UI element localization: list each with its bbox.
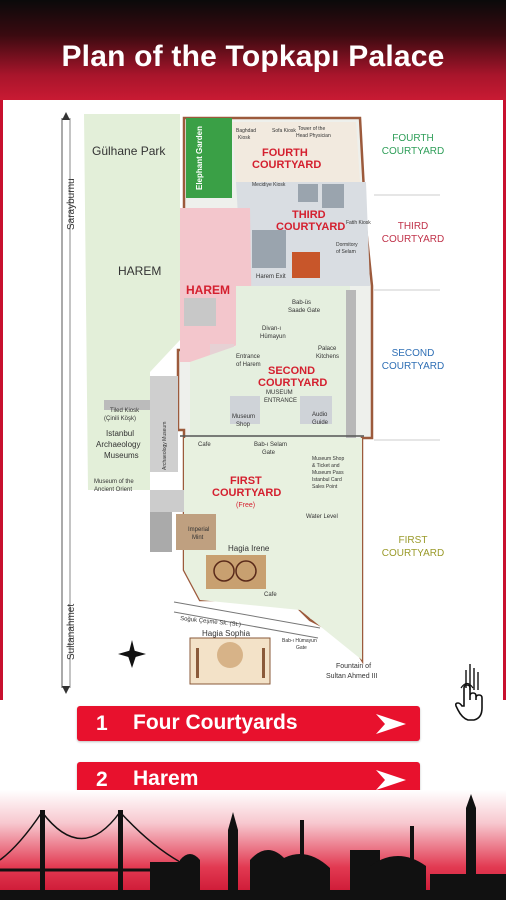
zone-fourth-l2: COURTYARD	[381, 146, 445, 157]
first-courtyard-map-l1: FIRST	[230, 475, 262, 487]
divan-l1: Divan-ı	[262, 326, 281, 332]
zone-fourth: FOURTH COURTYARD	[378, 132, 448, 158]
museum-shop-l2: Shop	[236, 422, 251, 428]
kitchens-l2: Kitchens	[316, 354, 339, 360]
entrance-harem-l2: of Harem	[236, 362, 261, 368]
ticket-l3: Museum Pass	[312, 470, 344, 476]
imperial-mint-l2: Mint	[192, 535, 204, 541]
bab-saade-l2: Saade Gate	[288, 308, 321, 314]
fourth-courtyard-map-l1: FOURTH	[262, 147, 308, 159]
map-frame: Sarayburnu Sultanahmet Gülhane Park HARE…	[0, 100, 506, 721]
bab-salam-l1: Bab-ı Selam	[254, 442, 287, 448]
audio-guide-l2: Guide	[312, 420, 329, 426]
hagia-sophia-label: Hagia Sophia	[202, 629, 251, 638]
soguk-cesme-label: Soğuk Çeşme Sk. (St.)	[180, 616, 241, 628]
zone-first: FIRST COURTYARD	[378, 534, 448, 560]
harem-label: Harem	[133, 767, 199, 790]
footer-skyline	[0, 790, 506, 900]
zone-third: THIRD COURTYARD	[378, 220, 448, 246]
mecidiye-label: Mecidiye Kiosk	[252, 182, 286, 188]
tower-physician-l1: Tower of the	[298, 126, 325, 132]
ticket-l4: Istanbul Card	[312, 477, 342, 483]
tower-physician-l2: Head Physician	[296, 133, 331, 139]
sofa-kiosk-label: Sofa Kiosk	[272, 128, 296, 134]
road-label-top: Sarayburnu	[66, 178, 77, 230]
bab-humayun-l1: Bab-ı Hümayun	[282, 638, 317, 644]
ancient-orient-l1: Museum of the	[94, 479, 134, 485]
imperial-mint-l1: Imperial	[188, 527, 209, 533]
four-courtyards-button[interactable]: 1 Four Courtyards	[77, 706, 420, 741]
bab-salam-l2: Gate	[262, 450, 276, 456]
divan-l2: Hümayun	[260, 334, 286, 340]
cafe-label-1: Cafe	[198, 442, 211, 448]
baghdad-kiosk-l2: Kiosk	[238, 135, 251, 141]
cinili-label: (Çinili Köşk)	[104, 416, 136, 422]
water-level-label: Water Level	[306, 514, 338, 520]
istanbul-skyline-icon	[0, 794, 506, 900]
museum-entrance-l2: ENTRANCE	[264, 398, 297, 404]
harem-left-label: HAREM	[118, 264, 161, 278]
zone-first-l2: COURTYARD	[381, 548, 445, 559]
baghdad-kiosk-l1: Baghdad	[236, 128, 256, 134]
archaeology-street-label: Archaeology Museum	[162, 422, 168, 470]
third-courtyard-map-l1: THIRD	[292, 209, 326, 221]
fatih-kiosk-label: Fatih Kiosk	[346, 220, 371, 226]
gulhane-label: Gülhane Park	[92, 144, 166, 158]
first-courtyard-map-l2: COURTYARD	[212, 487, 281, 499]
header-bar: Plan of the Topkapı Palace	[0, 0, 506, 100]
ticket-l2: & Ticket and	[312, 463, 340, 469]
zone-second-l1: SECOND	[391, 348, 435, 359]
bab-humayun-l2: Gate	[296, 645, 307, 651]
audio-guide-l1: Audio	[312, 412, 328, 418]
dormitory-l1: Dormitory	[336, 242, 358, 248]
fountain-l1: Fountain of	[336, 663, 371, 670]
cafe-label-2: Cafe	[264, 592, 277, 598]
first-free-label: (Free)	[236, 502, 255, 509]
ticket-l5: Sales Point	[312, 484, 338, 490]
ticket-l1: Museum Shop	[312, 456, 344, 462]
hagia-irene-label: Hagia Irene	[228, 544, 270, 553]
zone-second-l2: COURTYARD	[381, 361, 445, 372]
tiled-kiosk-label: Tiled Kiosk	[110, 408, 140, 414]
kitchens-l1: Palace	[318, 346, 337, 352]
ancient-orient-l2: Ancient Orient	[94, 487, 132, 493]
archaeology-l1: Istanbul	[106, 429, 134, 438]
zone-second: SECOND COURTYARD	[378, 347, 448, 373]
archaeology-l3: Museums	[104, 451, 139, 460]
arrow-right-icon	[376, 714, 406, 734]
dormitory-l2: of Selam	[336, 249, 356, 255]
arrow-right-icon	[376, 770, 406, 790]
third-courtyard-map-l2: COURTYARD	[276, 221, 345, 233]
harem-red-label: HAREM	[186, 283, 230, 297]
archaeology-l2: Archaeology	[96, 440, 140, 449]
zone-third-l1: THIRD	[397, 221, 429, 232]
four-courtyards-label: Four Courtyards	[133, 711, 298, 734]
entrance-harem-l1: Entrance	[236, 354, 261, 360]
tap-hand-icon	[454, 682, 483, 721]
zone-first-l1: FIRST	[398, 535, 428, 546]
second-courtyard-map-l1: SECOND	[268, 365, 315, 377]
zone-fourth-l1: FOURTH	[392, 133, 434, 144]
museum-entrance-l1: MUSEUM	[266, 390, 293, 396]
road-label-bottom: Sultanahmet	[66, 604, 77, 660]
four-courtyards-number: 1	[96, 712, 108, 735]
fountain-l2: Sultan Ahmed III	[326, 673, 377, 680]
zone-third-l2: COURTYARD	[381, 234, 445, 245]
elephant-garden-label: Elephant Garden	[195, 126, 204, 190]
bab-saade-l1: Bab-üs	[292, 300, 311, 306]
museum-shop-l1: Museum	[232, 414, 255, 420]
harem-number: 2	[96, 768, 108, 791]
second-courtyard-map-l2: COURTYARD	[258, 377, 327, 389]
fourth-courtyard-map-l2: COURTYARD	[252, 159, 321, 171]
palace-map[interactable]: Sarayburnu Sultanahmet Gülhane Park HARE…	[0, 100, 506, 700]
page-title: Plan of the Topkapı Palace	[61, 40, 445, 73]
harem-exit-label: Harem Exit	[256, 274, 286, 280]
